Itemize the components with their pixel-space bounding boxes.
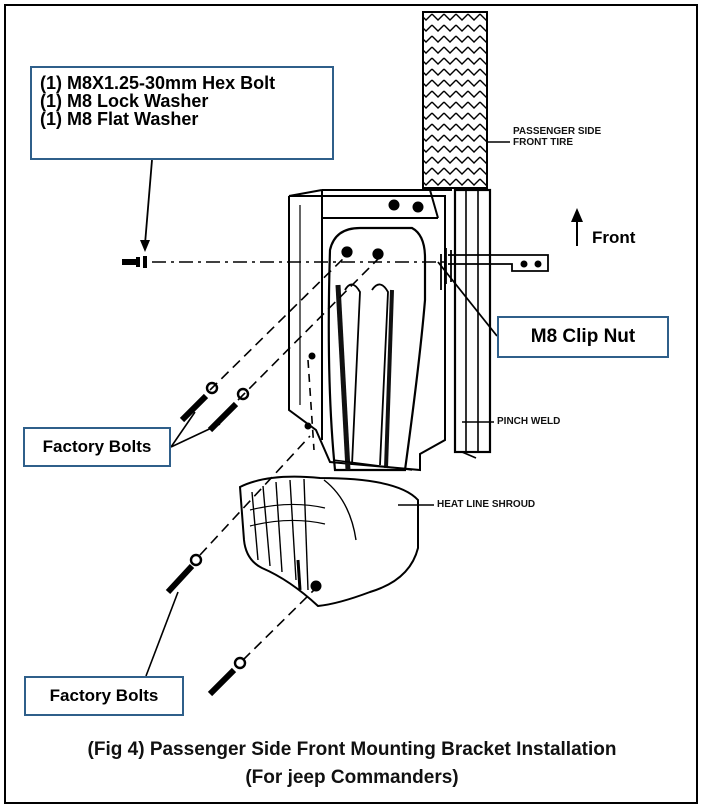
- hardware-line-bolt: (1) M8X1.25-30mm Hex Bolt: [40, 73, 276, 93]
- heat-line-shroud-label: HEAT LINE SHROUD: [437, 499, 536, 510]
- hardware-leader: [140, 159, 153, 252]
- tire-label: PASSENGER SIDE FRONT TIRE: [513, 126, 601, 148]
- tire-drawing: [422, 11, 488, 189]
- upper-factory-bolts-drawing: [179, 251, 383, 433]
- hardware-callout: (1) M8X1.25-30mm Hex Bolt (1) M8 Lock Wa…: [30, 66, 334, 160]
- factory-bolts-callout-lower: Factory Bolts: [24, 676, 184, 716]
- tire-label-line1: PASSENGER SIDE: [513, 126, 602, 137]
- bracket-dashed-guide: [307, 359, 315, 451]
- front-arrow-icon: [571, 208, 583, 246]
- factory-bolts-callout-upper: Factory Bolts: [23, 427, 171, 467]
- hardware-line-lock-washer: (1) M8 Lock Washer: [40, 91, 209, 111]
- inner-bracket-drawing: [327, 226, 427, 472]
- hex-bolt-drawing: [122, 256, 147, 268]
- hardware-line-flat-washer: (1) M8 Flat Washer: [40, 109, 199, 129]
- heat-line-shroud-drawing: [238, 475, 419, 608]
- lower-factory-bolts-drawing: [165, 435, 315, 697]
- bracket-hole: [308, 352, 316, 360]
- pinch-weld-label: PINCH WELD: [497, 416, 561, 427]
- bracket-hole: [304, 422, 312, 430]
- clip-nut-callout: M8 Clip Nut: [497, 316, 669, 358]
- clip-nut-drawing: [440, 248, 549, 290]
- factory-bolt-leaders: [145, 411, 221, 677]
- clip-nut-leader: [437, 261, 498, 337]
- figure-caption: (Fig 4) Passenger Side Front Mounting Br…: [0, 736, 704, 792]
- front-label: Front: [592, 228, 636, 247]
- frame-rail-drawing: [453, 188, 492, 459]
- mounting-bracket-drawing: [288, 189, 452, 472]
- caption-line1: (Fig 4) Passenger Side Front Mounting Br…: [87, 739, 617, 760]
- caption-line2: (For jeep Commanders): [245, 767, 459, 788]
- tire-label-line2: FRONT TIRE: [513, 137, 573, 148]
